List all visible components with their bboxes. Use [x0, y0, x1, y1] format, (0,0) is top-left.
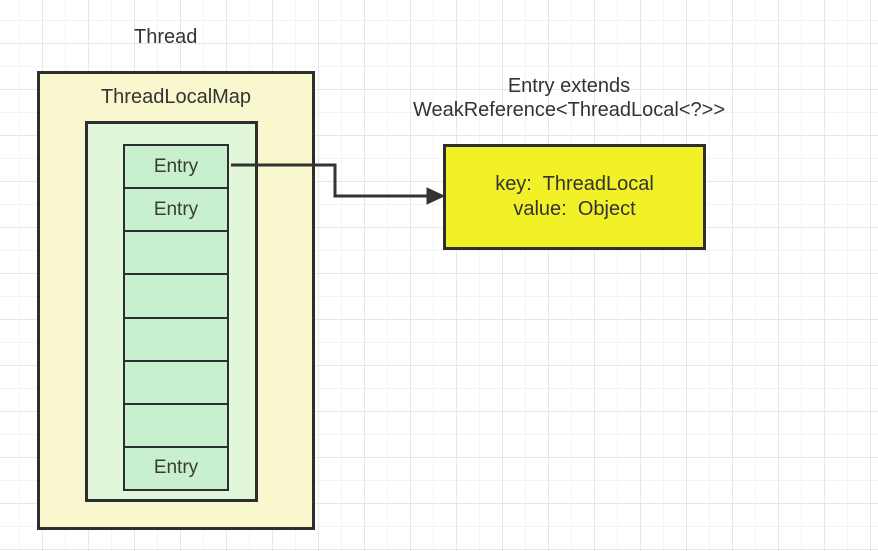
entry-cell: Entry [125, 445, 227, 489]
entry-cell: Entry [125, 146, 227, 188]
entry-detail-key: key: ThreadLocal [495, 173, 654, 195]
entry-stack: Entry Entry Entry [123, 144, 229, 491]
entry-cell [125, 230, 227, 274]
entry-cell [125, 359, 227, 403]
entry-note: Entry extends WeakReference<ThreadLocal<… [389, 74, 749, 122]
thread-label: Thread [134, 26, 198, 48]
entry-cell-label: Entry [153, 155, 199, 177]
entry-detail-value: value: Object [513, 198, 636, 220]
entry-cell [125, 402, 227, 446]
threadlocalmap-title: ThreadLocalMap [100, 86, 252, 108]
entry-cell: Entry [125, 187, 227, 231]
entry-note-line2: WeakReference<ThreadLocal<?>> [412, 99, 726, 121]
entry-note-line1: Entry extends [507, 75, 631, 97]
entry-cell [125, 316, 227, 360]
entry-detail-box: key: ThreadLocal value: Object [443, 144, 706, 250]
entry-cell-label: Entry [153, 457, 199, 479]
entry-cell [125, 273, 227, 317]
entry-cell-label: Entry [153, 198, 199, 220]
